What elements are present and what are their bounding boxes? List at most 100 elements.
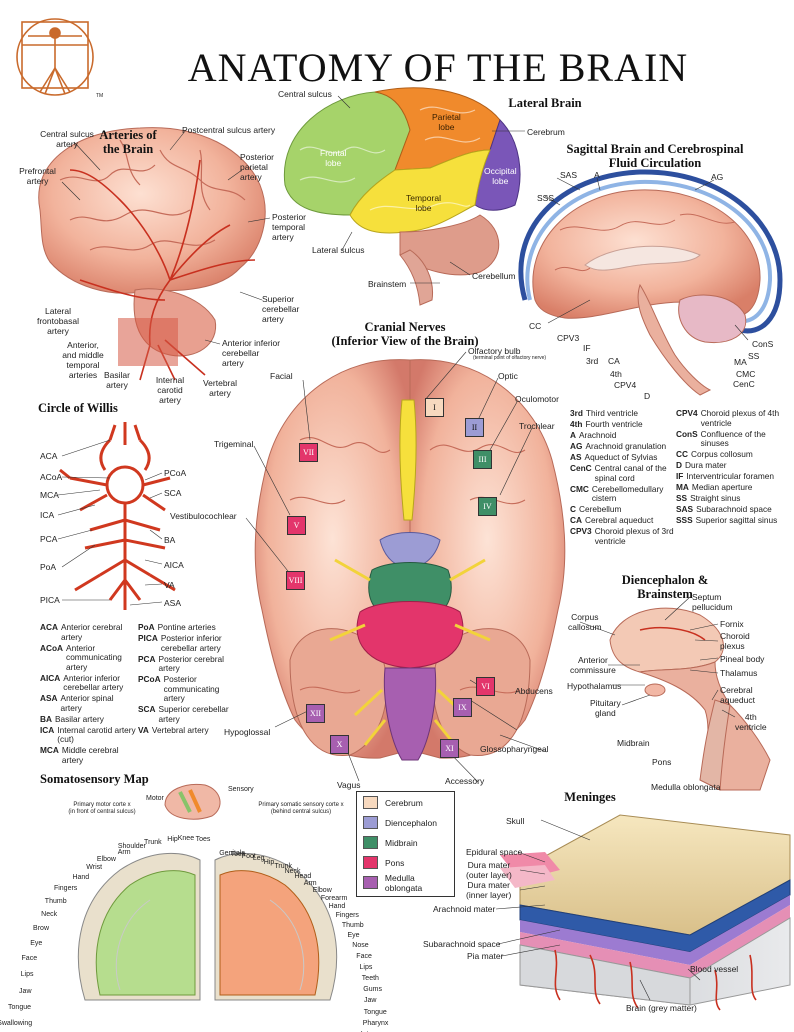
cranial-nerves-title: Cranial Nerves (Inferior View of the Bra… [331, 320, 479, 348]
legend-label: Medulla oblongata [384, 872, 423, 893]
homunculus-label: Toes [195, 835, 211, 843]
label-3rd: 3rd [586, 356, 599, 366]
key-abbreviation: PCA [138, 653, 156, 664]
key-abbreviation: SAS [676, 504, 694, 514]
nerve-badge-i: I [425, 398, 444, 417]
label-acoa: ACoA [40, 472, 63, 482]
key-abbreviation: ICA [40, 724, 55, 735]
homunculus-label: Toes [230, 850, 246, 858]
label-sensory: Sensory [228, 786, 254, 793]
legend-item: Midbrain [363, 833, 454, 852]
label-sca: SCA [164, 488, 182, 498]
label-pituitary: Pituitary gland [590, 698, 621, 718]
label-anterior-commissure: Anterior commissure [570, 655, 616, 675]
key-description: Middle cerebral artery [61, 745, 119, 765]
label-medulla: Medulla oblongata [651, 782, 721, 792]
inferior-brain-illustration [254, 359, 566, 761]
label-trochlear: Trochlear [519, 421, 555, 431]
label-sensory-cortex: Primary somatic sensory corte x (behind … [258, 802, 344, 815]
label-parietal-lobe: Parietal lobe [432, 112, 461, 132]
label-pons: Pons [652, 757, 672, 767]
key-abbreviation: BA [40, 713, 52, 724]
label-dura-outer: Dura mater (outer layer) [466, 860, 512, 880]
label-temporal-arteries: Anterior, and middle temporal arteries [62, 340, 104, 380]
label-if: IF [583, 343, 591, 353]
label-oculomotor: Oculomotor [515, 394, 559, 404]
homunculus-label: Leg [252, 855, 265, 863]
key-abbreviation: ACA [40, 622, 58, 632]
key-abbreviation: ASA [40, 693, 58, 703]
homunculus-label: Arm [303, 879, 317, 887]
label-frontal-lobe: Frontal lobe [320, 148, 347, 168]
homunculus-label: Hand [72, 874, 90, 882]
lateral-brain-illustration [283, 87, 521, 306]
nerve-badge-x: X [330, 735, 349, 754]
label-basilar-artery: Basilar artery [104, 370, 130, 390]
nerve-badge-xii: XII [306, 704, 325, 723]
label-pica: PICA [40, 595, 60, 605]
label-cpv3: CPV3 [557, 333, 580, 343]
label-dura-inner: Dura mater (inner layer) [466, 880, 512, 900]
key-abbreviation: ACoA [40, 642, 64, 653]
key-description: Cerebral aqueduct [584, 515, 654, 525]
label-brainstem: Brainstem [368, 279, 407, 289]
key-description: Anterior inferior cerebellar artery [63, 672, 124, 692]
label-accessory: Accessory [445, 776, 485, 786]
nerve-badge-xi: XI [440, 739, 459, 758]
key-description: Basilar artery [54, 713, 104, 724]
homunculus-label: Eye [347, 931, 360, 939]
label-sss: SSS [537, 193, 555, 203]
homunculus-label: Elbow [312, 887, 332, 894]
label-sas: SAS [560, 170, 578, 180]
label-temporal-lobe: Temporal lobe [406, 193, 441, 213]
label-cc: CC [529, 321, 542, 331]
lateral-brain-title: Lateral Brain [508, 96, 582, 110]
nerve-badge-ix: IX [453, 698, 472, 717]
homunculus-label: Gums [363, 985, 382, 993]
homunculus-label: Neck [284, 867, 301, 875]
nerve-badge-v: V [287, 516, 306, 535]
homunculus-label: Knee [177, 835, 195, 842]
legend-item: Cerebrum [363, 793, 454, 812]
label-olfactory-note: (terminal point of olfactory nerve) [473, 355, 547, 361]
label-thalamus: Thalamus [720, 668, 758, 678]
key-abbreviation: AICA [40, 672, 61, 683]
key-abbreviation: SCA [138, 704, 156, 714]
label-facial: Facial [270, 371, 293, 381]
key-abbreviation: VA [138, 724, 149, 735]
legend-swatch [363, 796, 378, 809]
label-epidural: Epidural space [466, 847, 523, 857]
key-description: Median aperture [691, 482, 753, 492]
key-description: Straight sinus [690, 493, 741, 503]
label-blood-vessel: Blood vessel [690, 964, 739, 974]
key-description: Posterior cerebral artery [158, 653, 225, 673]
homunculus-label: Face [21, 955, 38, 963]
label-ca: CA [608, 356, 620, 366]
key-description: Cerebellum [579, 504, 622, 514]
homunculus-label: Jaw [364, 997, 377, 1005]
label-posterior-parietal-artery: Posterior parietal artery [240, 152, 275, 182]
key-description: Central canal of the spinal cord [594, 463, 667, 483]
label-vagus: Vagus [337, 780, 361, 790]
label-internal-carotid-artery: Internal carotid artery [155, 375, 185, 405]
key-description: Vertebral artery [151, 724, 209, 735]
key-description: Subarachnoid space [696, 504, 772, 514]
label-mca: MCA [40, 490, 59, 500]
label-prefrontal-artery: Prefrontal artery [19, 166, 56, 186]
key-abbreviation: AS [570, 452, 582, 462]
